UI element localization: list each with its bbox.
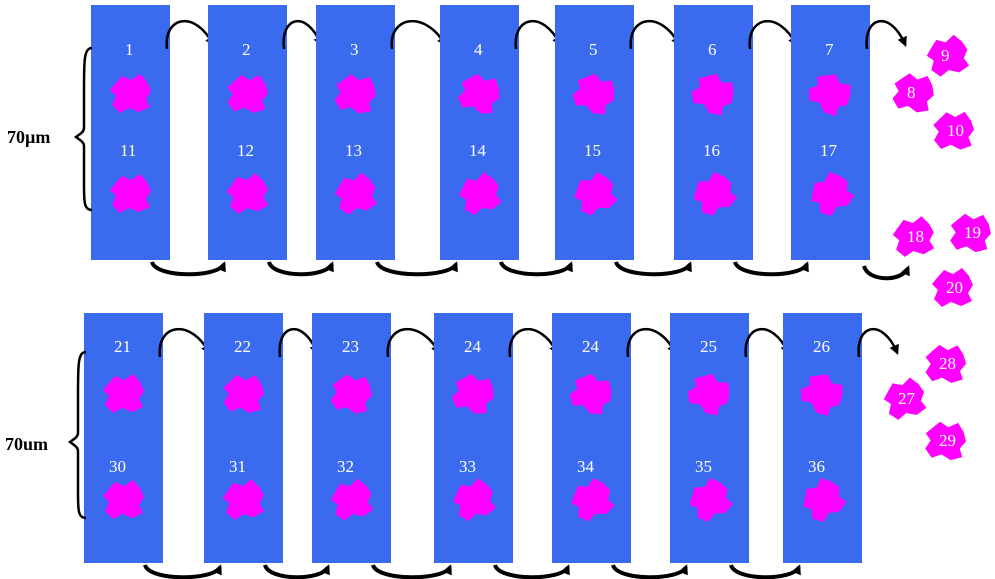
section-number: 34 bbox=[577, 457, 595, 476]
curved-arrow-icon bbox=[392, 21, 445, 49]
curved-arrow-icon bbox=[864, 266, 908, 278]
section-number: 30 bbox=[109, 457, 126, 476]
loose-cell-number: 8 bbox=[907, 83, 916, 102]
curved-arrow-icon bbox=[495, 565, 568, 577]
curved-arrow-icon bbox=[731, 565, 799, 577]
curved-arrow-icon bbox=[859, 329, 897, 357]
section-number: 24 bbox=[464, 337, 482, 356]
loose-cell-number: 20 bbox=[946, 278, 963, 297]
curved-arrow-icon bbox=[280, 329, 317, 357]
scale-bracket-top bbox=[76, 48, 92, 210]
section-number: 22 bbox=[234, 337, 251, 356]
loose-cell-number: 9 bbox=[941, 46, 950, 65]
curved-arrow-icon bbox=[510, 329, 557, 357]
loose-cell-number: 10 bbox=[947, 121, 964, 140]
curved-arrow-icon bbox=[750, 21, 796, 49]
loose-cell-number: 28 bbox=[939, 354, 956, 373]
section-number: 15 bbox=[584, 141, 601, 160]
section-number: 1 bbox=[125, 40, 134, 59]
loose-cell-number: 18 bbox=[907, 227, 924, 246]
curved-arrow-icon bbox=[269, 262, 332, 274]
curved-arrow-icon bbox=[631, 21, 679, 49]
curved-arrow-icon bbox=[388, 329, 439, 357]
section-number: 14 bbox=[469, 141, 487, 160]
section-number: 4 bbox=[474, 40, 483, 59]
section-number: 7 bbox=[825, 40, 834, 59]
section-number: 31 bbox=[229, 457, 246, 476]
section-number: 24 bbox=[582, 337, 600, 356]
section-number: 2 bbox=[242, 40, 251, 59]
section-number: 35 bbox=[695, 457, 712, 476]
section-number: 11 bbox=[120, 141, 136, 160]
curved-arrow-icon bbox=[167, 21, 213, 49]
curved-arrow-icon bbox=[628, 329, 675, 357]
curved-arrow-icon bbox=[516, 21, 560, 49]
section-number: 12 bbox=[237, 141, 254, 160]
section-number: 26 bbox=[813, 337, 830, 356]
curved-arrow-icon bbox=[867, 21, 905, 49]
scale-label-bottom: 70um bbox=[5, 434, 48, 454]
section-number: 5 bbox=[589, 40, 598, 59]
curved-arrow-icon bbox=[265, 565, 328, 577]
curved-arrow-icon bbox=[613, 565, 686, 577]
section-number: 17 bbox=[820, 141, 838, 160]
loose-cell-number: 27 bbox=[898, 389, 916, 408]
section-number: 21 bbox=[114, 337, 131, 356]
curved-arrow-icon bbox=[145, 565, 220, 577]
curved-arrow-icon bbox=[284, 21, 321, 49]
section-number: 32 bbox=[337, 457, 354, 476]
curved-arrow-icon bbox=[746, 329, 788, 357]
curved-arrow-icon bbox=[377, 262, 456, 274]
curved-arrow-icon bbox=[735, 262, 807, 274]
section-number: 33 bbox=[459, 457, 476, 476]
curved-arrow-icon bbox=[152, 262, 224, 274]
scale-label-top: 70µm bbox=[7, 127, 50, 147]
section-number: 25 bbox=[700, 337, 717, 356]
loose-cell-number: 29 bbox=[939, 431, 956, 450]
scale-bracket-bottom bbox=[70, 352, 86, 518]
loose-cell-number: 19 bbox=[964, 223, 981, 242]
section-number: 6 bbox=[708, 40, 717, 59]
section-number: 23 bbox=[342, 337, 359, 356]
curved-arrow-icon bbox=[501, 262, 571, 274]
section-number: 13 bbox=[345, 141, 362, 160]
section-number: 16 bbox=[703, 141, 720, 160]
curved-arrow-icon bbox=[616, 262, 690, 274]
section-number: 36 bbox=[808, 457, 825, 476]
curved-arrow-icon bbox=[373, 565, 450, 577]
section-number: 3 bbox=[350, 40, 359, 59]
curved-arrow-icon bbox=[160, 329, 209, 357]
